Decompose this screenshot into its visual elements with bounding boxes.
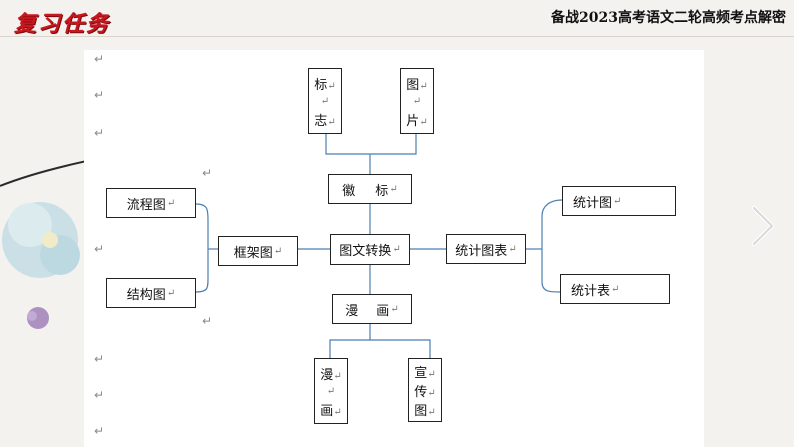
node-stat-chart: 统计图↵ [562,186,676,216]
node-picture: 图↵ ↵ 片↵ [400,68,434,134]
node-frame: 框架图↵ [218,236,298,266]
paragraph-mark: ↵ [94,88,105,102]
page-title: 复习任务 [14,12,111,37]
paragraph-mark: ↵ [94,388,105,402]
paragraph-mark: ↵ [94,242,105,256]
paragraph-mark: ↵ [94,352,105,366]
node-logo-sign: 标↵ ↵ 志↵ [308,68,342,134]
paragraph-mark: ↵ [202,314,213,328]
node-stats: 统计图表↵ [446,234,526,264]
node-cartoon: 漫↵ ↵ 画↵ [314,358,348,424]
page-subtitle: 备战2023高考语文二轮高频考点解密 [551,10,786,26]
node-center: 图文转换↵ [330,234,410,265]
paragraph-mark: ↵ [94,424,105,438]
diagram-connectors [195,132,563,358]
node-stat-table: 统计表↵ [560,274,670,304]
node-poster: 宣↵ 传↵ 图↵ [408,358,442,422]
paragraph-mark: ↵ [202,166,213,180]
node-flowchart: 流程图↵ [106,188,196,218]
node-structure: 结构图↵ [106,278,196,308]
node-badge: 徽 标↵ [328,174,412,204]
chevron-right-icon[interactable] [748,204,778,248]
header-divider [0,36,794,37]
paragraph-mark: ↵ [94,126,105,140]
node-comic: 漫 画↵ [332,294,412,324]
diagram-panel: ↵ ↵ ↵ ↵ ↵ ↵ ↵ ↵ ↵ 标↵ ↵ 志↵ 图↵ ↵ 片↵ 徽 标↵ 图… [84,50,704,447]
paragraph-mark: ↵ [94,52,105,66]
